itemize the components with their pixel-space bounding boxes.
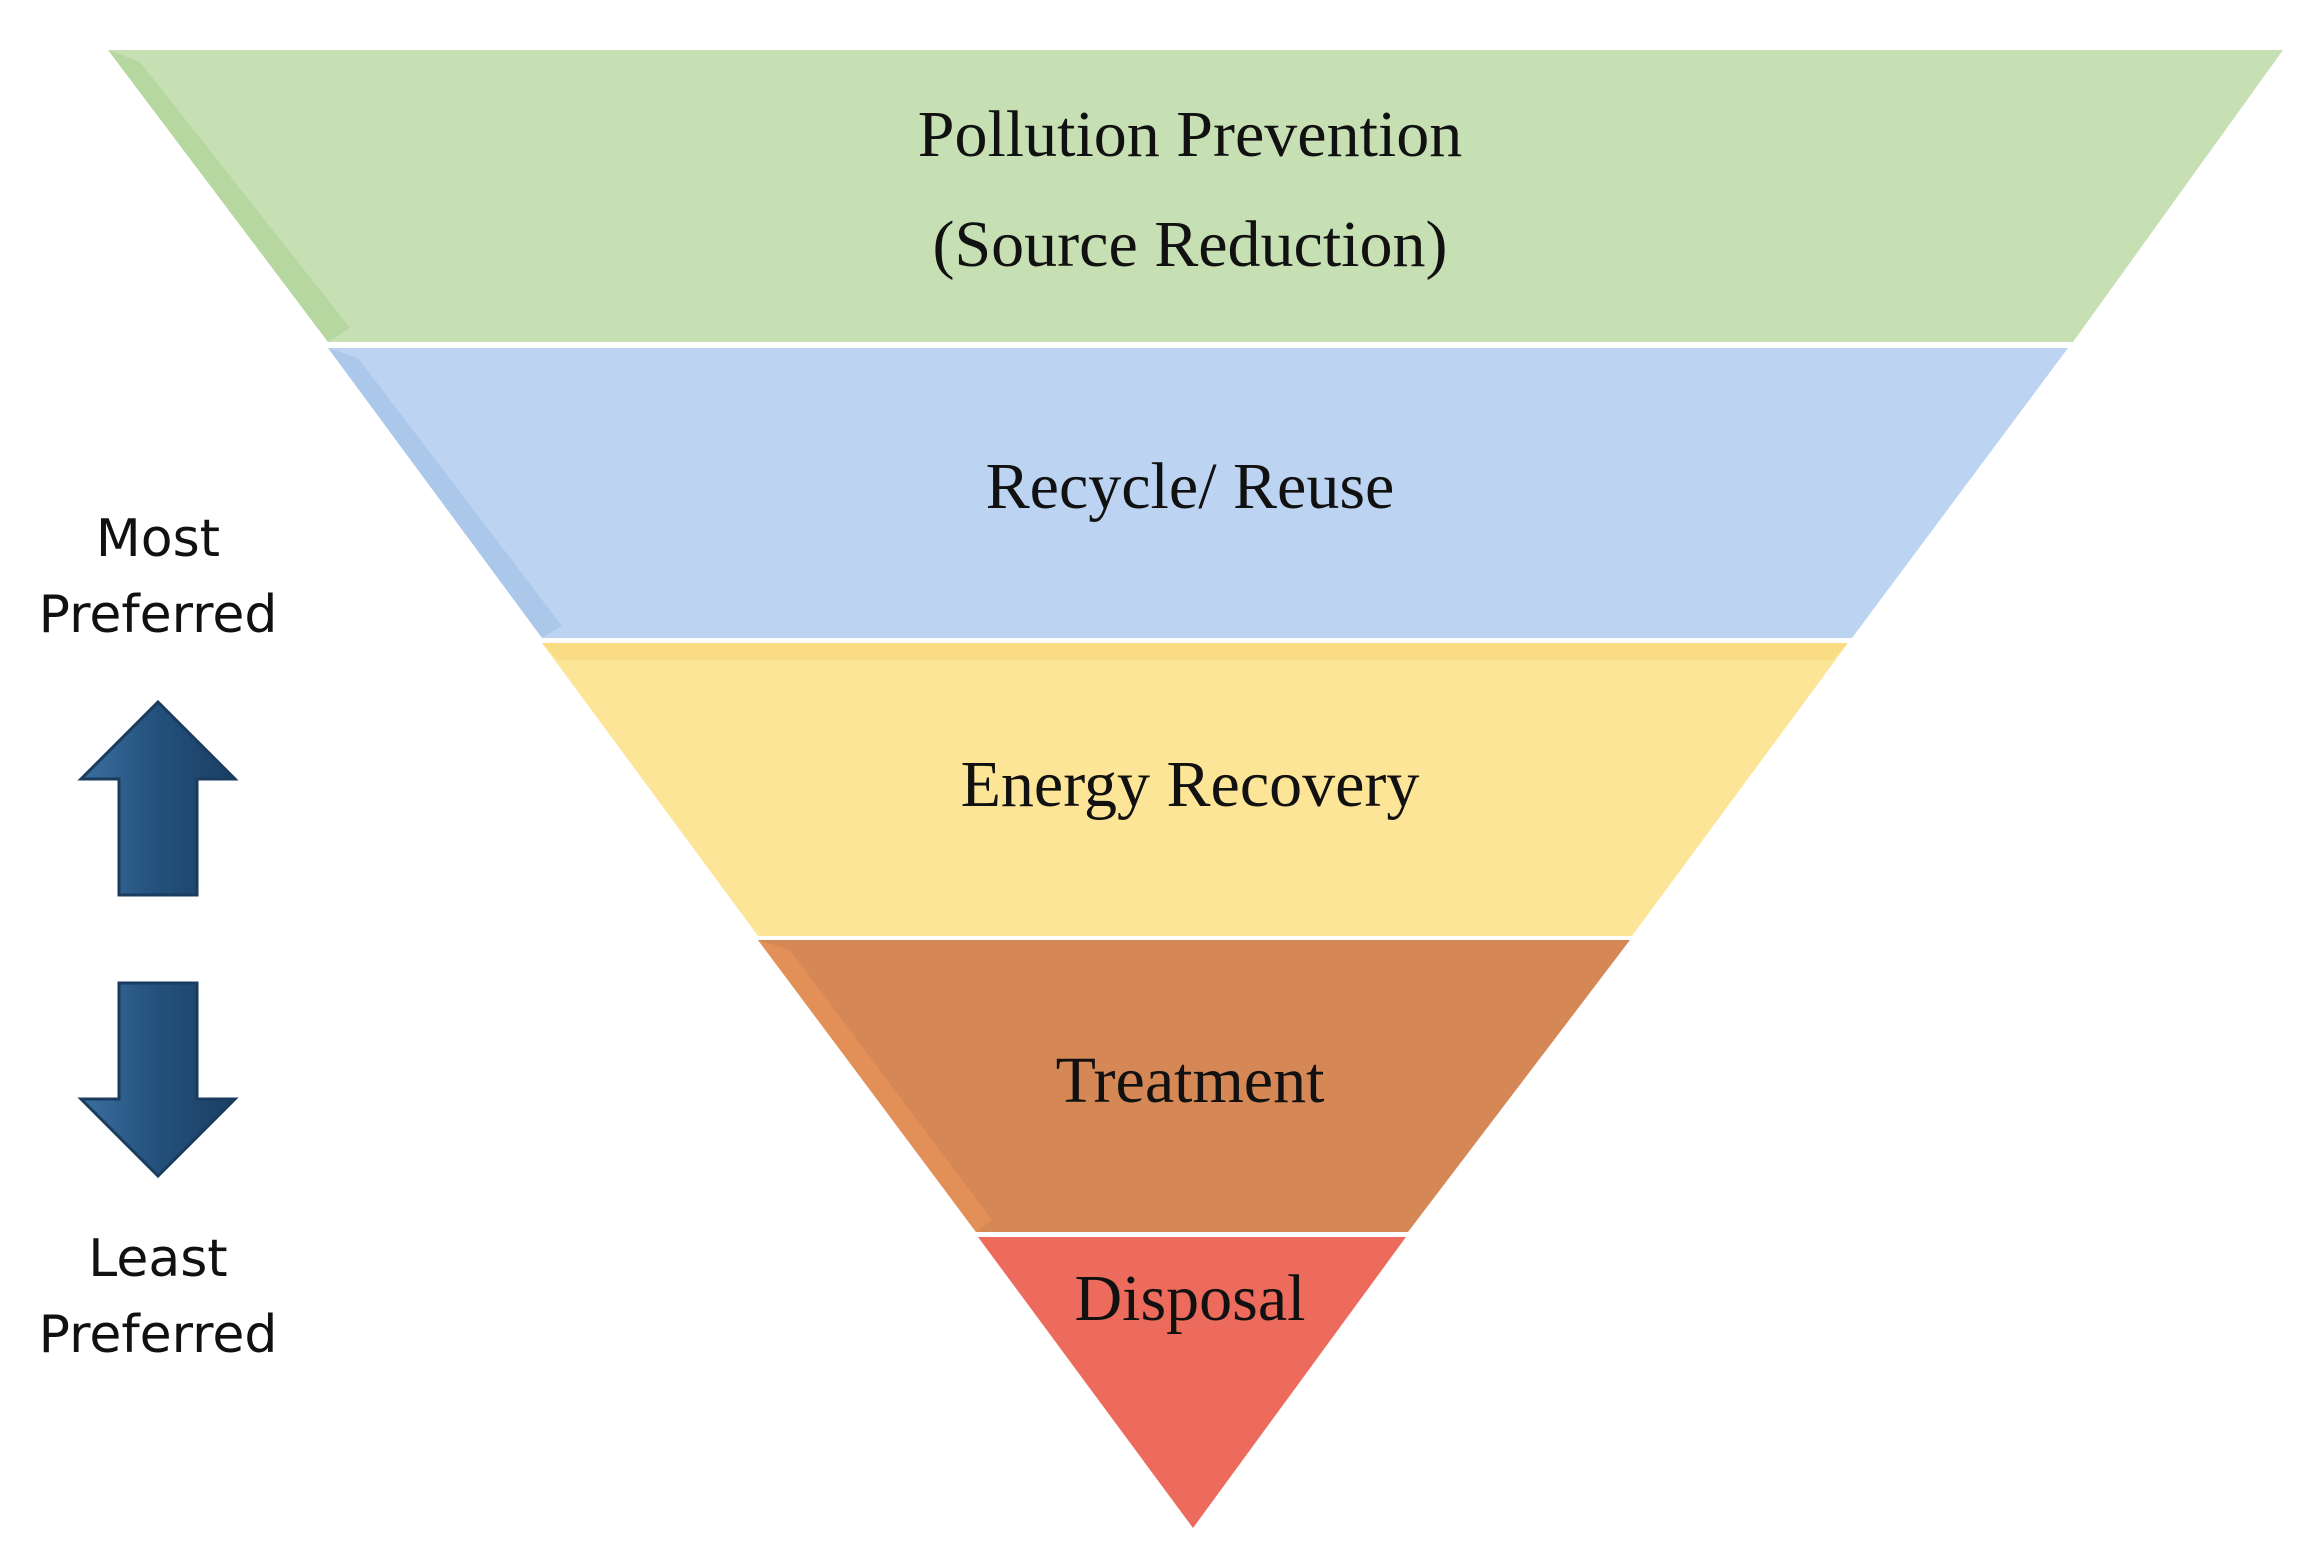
tier-label: Energy Recovery bbox=[961, 748, 1420, 821]
tier-energy-recovery: Energy Recovery bbox=[542, 643, 1848, 936]
tier-band-bevel bbox=[328, 348, 562, 638]
tier-band bbox=[542, 643, 1848, 936]
arrow-up-icon bbox=[77, 699, 239, 897]
tier-label: Treatment bbox=[1056, 1044, 1325, 1117]
tier-band bbox=[978, 1237, 1406, 1528]
tier-pollution-prevention: Pollution Prevention (Source Reduction) bbox=[108, 50, 2283, 342]
tier-treatment: Treatment bbox=[758, 940, 1630, 1232]
tier-recycle-reuse: Recycle/ Reuse bbox=[328, 348, 2068, 638]
least-preferred-label: Least bbox=[88, 1229, 227, 1289]
tier-band bbox=[108, 50, 2283, 342]
most-preferred-label: Most bbox=[96, 509, 220, 569]
tier-band-bevel bbox=[758, 940, 992, 1232]
arrow-down-icon bbox=[77, 981, 239, 1179]
tier-band bbox=[758, 940, 1630, 1232]
tier-label: Pollution Prevention bbox=[918, 98, 1463, 171]
tier-label: Disposal bbox=[1075, 1262, 1306, 1335]
hierarchy-pyramid: Pollution Prevention (Source Reduction) … bbox=[108, 50, 2283, 1528]
tier-label: (Source Reduction) bbox=[932, 208, 1447, 281]
tier-band-bevel bbox=[542, 643, 1848, 660]
tier-band bbox=[328, 348, 2068, 638]
preference-indicator: Most Preferred Least Preferred bbox=[39, 509, 278, 1365]
tier-disposal: Disposal bbox=[978, 1237, 1406, 1528]
least-preferred-label: Preferred bbox=[39, 1305, 278, 1365]
tier-band-bevel bbox=[108, 50, 350, 342]
tier-label: Recycle/ Reuse bbox=[986, 450, 1395, 523]
most-preferred-label: Preferred bbox=[39, 585, 278, 645]
